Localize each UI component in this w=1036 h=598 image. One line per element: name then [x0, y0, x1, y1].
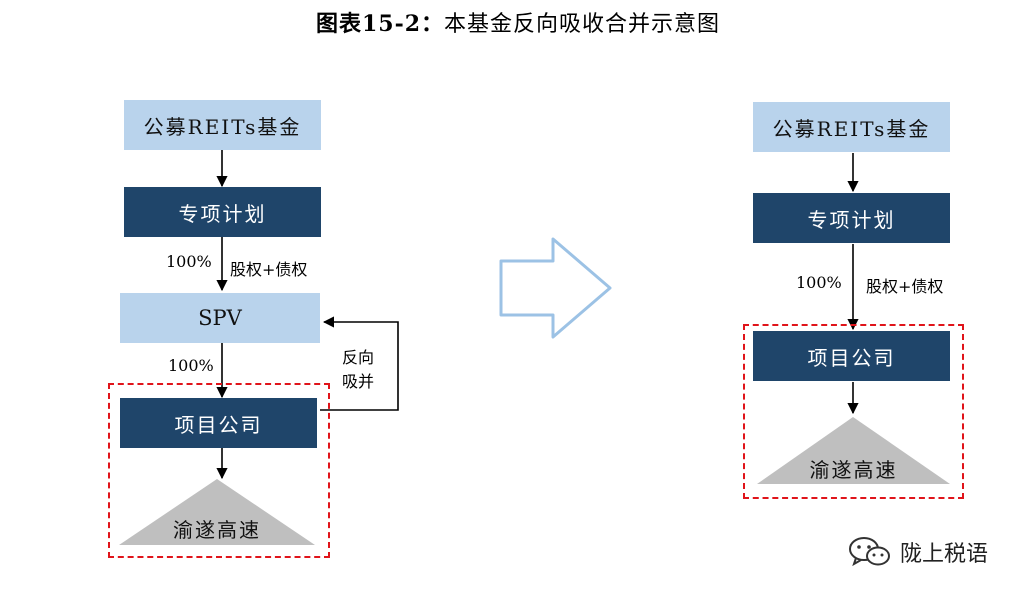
dashed-boundary-left	[108, 383, 330, 558]
project-label-right: 项目公司	[807, 345, 896, 370]
project-box-left: 项目公司	[120, 398, 317, 448]
plan-box-left: 专项计划	[124, 187, 321, 237]
pct-label-1-right: 100%	[796, 273, 842, 292]
pct-label-1-left: 100%	[166, 252, 212, 271]
title-text: 本基金反向吸收合并示意图	[444, 12, 721, 37]
watermark: 陇上税语	[848, 536, 988, 568]
pct-label-2-left: 100%	[168, 356, 214, 375]
wechat-icon	[849, 537, 890, 567]
plan-box-right: 专项计划	[753, 193, 950, 243]
asset-triangle-right	[757, 417, 950, 484]
spv-box: SPV	[120, 293, 320, 343]
equity-debt-label-right: 股权+债权	[866, 277, 944, 296]
project-label-left: 项目公司	[174, 412, 263, 437]
fund-label-left: 公募REITs基金	[143, 114, 302, 139]
fund-box-left: 公募REITs基金	[124, 100, 321, 150]
reverse-merger-label-line2: 吸并	[342, 372, 375, 391]
asset-label-right: 渝遂高速	[809, 458, 898, 482]
fund-label-right: 公募REITs基金	[772, 116, 931, 141]
reverse-merger-label-line1: 反向	[342, 348, 375, 367]
spv-label: SPV	[198, 306, 242, 330]
plan-label-left: 专项计划	[178, 201, 267, 226]
asset-triangle-left	[119, 479, 315, 545]
asset-label-left: 渝遂高速	[173, 518, 261, 542]
plan-label-right: 专项计划	[807, 207, 896, 232]
chart-title: 图表15-2：本基金反向吸收合并示意图	[0, 6, 1036, 38]
reverse-merger-line	[320, 316, 399, 411]
project-box-right: 项目公司	[753, 331, 950, 381]
watermark-text: 陇上税语	[900, 542, 989, 567]
fund-box-right: 公募REITs基金	[753, 102, 950, 152]
transition-arrow-icon	[499, 237, 612, 339]
equity-debt-label-left: 股权+债权	[230, 260, 308, 279]
title-prefix: 图表15-2：	[315, 11, 445, 37]
dashed-boundary-right	[743, 324, 964, 499]
